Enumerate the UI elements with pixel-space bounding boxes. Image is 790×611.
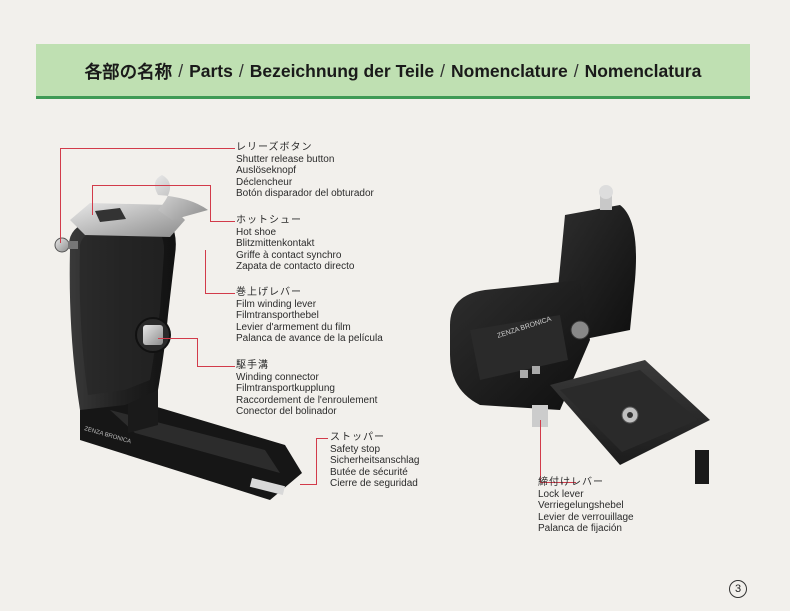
label-en: Shutter release button <box>236 153 335 165</box>
winding-lever-shape <box>154 175 208 220</box>
title-french: Nomenclature <box>451 61 568 81</box>
label-es: Botón disparador del obturador <box>236 188 374 200</box>
title-japanese: 各部の名称 <box>84 62 173 82</box>
leader-shutter-release <box>60 148 61 243</box>
label-en: Safety stop <box>330 443 381 455</box>
label-en: Winding connector <box>236 371 319 383</box>
label-jp: レリーズボタン <box>236 142 313 153</box>
label-shutter-release-button: レリーズボタン Shutter release button Auslösekn… <box>236 142 374 200</box>
label-de: Verriegelungshebel <box>538 500 624 512</box>
title-german: Bezeichnung der Teile <box>249 61 435 81</box>
title-separator: / <box>440 61 446 81</box>
label-en: Hot shoe <box>236 226 277 238</box>
leader-lock-lever <box>540 420 541 482</box>
label-lock-lever: 締付けレバー Lock lever Verriegelungshebel Lev… <box>538 477 634 535</box>
label-de: Filmtransportkupplung <box>236 383 335 395</box>
shutter-release-knob <box>54 237 70 253</box>
header-band: 各部の名称 / Parts / Bezeichnung der Teile / … <box>36 44 750 99</box>
label-de: Sicherheitsanschlag <box>330 455 420 467</box>
label-en: Lock lever <box>538 488 584 500</box>
winding-connector-shape <box>143 325 163 345</box>
leader-winding-connector <box>158 338 198 339</box>
label-de: Auslöseknopf <box>236 165 297 177</box>
leader-hot-shoe <box>92 185 210 186</box>
leader-safety-stop <box>316 438 317 484</box>
leader-safety-stop <box>300 484 317 485</box>
leader-winding-lever <box>205 250 206 293</box>
leader-winding-connector <box>197 366 235 367</box>
label-fr: Déclencheur <box>236 176 293 188</box>
leader-safety-stop <box>316 438 328 439</box>
lock-lever-shape <box>532 405 548 427</box>
label-es: Conector del bolinador <box>236 406 337 418</box>
page-number: 3 <box>729 580 747 598</box>
label-es: Palanca de fijación <box>538 523 622 535</box>
leader-shutter-release <box>60 148 235 149</box>
label-fr: Levier de verrouillage <box>538 511 634 523</box>
label-jp: 駆手溝 <box>236 360 269 371</box>
label-fr: Raccordement de l'enroulement <box>236 394 378 406</box>
label-de: Filmtransporthebel <box>236 310 319 322</box>
label-fr: Levier d'armement du film <box>236 321 351 333</box>
title-spanish: Nomenclatura <box>584 61 702 81</box>
speed-grip-front-illustration: ZENZA BRONICA <box>54 175 302 500</box>
label-jp: 巻上げレバー <box>236 287 302 298</box>
leader-hot-shoe <box>210 221 235 222</box>
leader-winding-lever <box>205 293 235 294</box>
label-es: Zapata de contacto directo <box>236 261 355 273</box>
label-jp: ストッパー <box>330 432 385 443</box>
label-en: Film winding lever <box>236 298 317 310</box>
leader-lock-lever <box>540 482 576 483</box>
label-hot-shoe: ホットシュー Hot shoe Blitzmittenkontakt Griff… <box>236 215 354 273</box>
leader-hot-shoe <box>92 185 93 215</box>
page-title: 各部の名称 / Parts / Bezeichnung der Teile / … <box>36 44 750 99</box>
label-safety-stop: ストッパー Safety stop Sicherheitsanschlag Bu… <box>330 432 420 490</box>
label-fr: Butée de sécurité <box>330 466 408 478</box>
leader-hot-shoe <box>210 185 211 222</box>
label-es: Cierre de seguridad <box>330 478 418 490</box>
label-de: Blitzmittenkontakt <box>236 238 315 250</box>
title-english: Parts <box>189 61 233 81</box>
title-separator: / <box>573 61 579 81</box>
label-fr: Griffe à contact synchro <box>236 249 342 261</box>
leader-winding-connector <box>197 338 198 367</box>
label-jp: ホットシュー <box>236 215 302 226</box>
label-winding-connector: 駆手溝 Winding connector Filmtransportkuppl… <box>236 360 377 418</box>
label-jp: 締付けレバー <box>538 477 604 488</box>
title-separator: / <box>178 61 184 81</box>
speed-grip-side-illustration: ZENZA BRONICA <box>450 185 710 484</box>
label-film-winding-lever: 巻上げレバー Film winding lever Filmtransporth… <box>236 287 383 345</box>
label-es: Palanca de avance de la película <box>236 333 383 345</box>
safety-stop-clip <box>249 478 285 495</box>
title-separator: / <box>238 61 244 81</box>
